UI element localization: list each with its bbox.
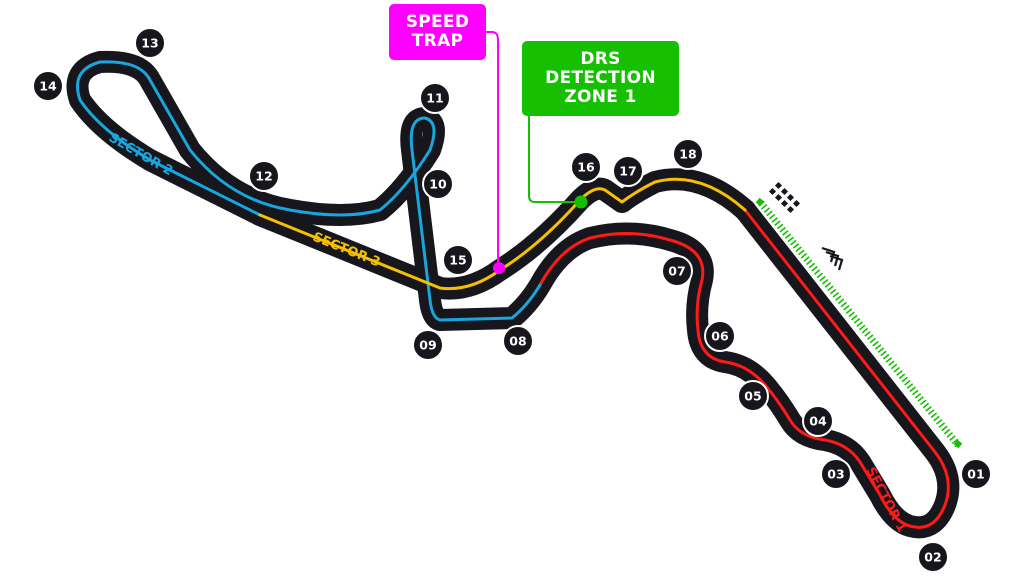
corner-01: 01 bbox=[960, 458, 992, 490]
sector-2-line bbox=[76, 60, 542, 322]
sector-3-line bbox=[258, 177, 747, 291]
corner-07: 07 bbox=[661, 255, 693, 287]
speed-trap-marker-icon bbox=[493, 262, 505, 274]
corner-04: 04 bbox=[802, 405, 834, 437]
speed-trap-callout: SPEED TRAP bbox=[389, 4, 486, 60]
speed-trap-label-line-1: SPEED bbox=[405, 12, 470, 32]
corner-markers: 01 02 03 04 05 06 07 08 09 10 11 12 13 1… bbox=[32, 27, 992, 573]
direction-chevrons-icon bbox=[821, 246, 844, 271]
svg-text:10: 10 bbox=[429, 177, 447, 192]
drs-zone-marker bbox=[755, 197, 963, 449]
svg-text:11: 11 bbox=[426, 91, 443, 106]
sector-1-label: SECTOR 1 bbox=[862, 465, 909, 535]
drs-detection-marker-icon bbox=[574, 195, 588, 209]
track-base bbox=[66, 50, 960, 539]
svg-text:05: 05 bbox=[744, 389, 761, 404]
sector-1-line bbox=[538, 208, 950, 529]
drs-detection-marker bbox=[528, 116, 588, 209]
corner-02: 02 bbox=[917, 541, 949, 573]
speed-trap-label-line-2: TRAP bbox=[411, 31, 464, 51]
svg-text:14: 14 bbox=[39, 79, 57, 94]
svg-text:09: 09 bbox=[419, 338, 436, 353]
corner-06: 06 bbox=[704, 320, 736, 352]
svg-text:16: 16 bbox=[577, 160, 595, 175]
corner-15: 15 bbox=[442, 244, 474, 276]
svg-text:02: 02 bbox=[924, 550, 941, 565]
corner-03: 03 bbox=[820, 458, 852, 490]
drs-detection-callout: DRS DETECTION ZONE 1 bbox=[522, 41, 679, 116]
corner-11: 11 bbox=[419, 82, 451, 114]
corner-17: 17 bbox=[612, 155, 644, 187]
corner-16: 16 bbox=[570, 151, 602, 183]
speed-trap-marker bbox=[486, 31, 505, 274]
corner-13: 13 bbox=[134, 27, 166, 59]
sector-2-label: SECTOR 2 bbox=[106, 130, 175, 179]
drs-label-line-1: DRS bbox=[580, 49, 621, 69]
corner-08: 08 bbox=[502, 325, 534, 357]
svg-text:06: 06 bbox=[711, 329, 729, 344]
svg-text:07: 07 bbox=[668, 264, 685, 279]
corner-18: 18 bbox=[672, 138, 704, 170]
svg-text:04: 04 bbox=[809, 414, 827, 429]
corner-12: 12 bbox=[248, 160, 280, 192]
svg-text:17: 17 bbox=[619, 164, 636, 179]
svg-text:18: 18 bbox=[679, 147, 696, 162]
corner-14: 14 bbox=[32, 70, 64, 102]
corner-10: 10 bbox=[422, 168, 454, 200]
checkered-flag-icon bbox=[768, 181, 801, 214]
svg-text:01: 01 bbox=[967, 467, 984, 482]
drs-label-line-2: DETECTION bbox=[545, 68, 656, 88]
svg-text:13: 13 bbox=[141, 36, 158, 51]
svg-text:08: 08 bbox=[509, 334, 526, 349]
corner-05: 05 bbox=[737, 380, 769, 412]
corner-09: 09 bbox=[412, 329, 444, 361]
svg-text:15: 15 bbox=[449, 253, 466, 268]
drs-label-line-3: ZONE 1 bbox=[564, 87, 637, 107]
svg-text:03: 03 bbox=[827, 467, 844, 482]
svg-text:12: 12 bbox=[255, 169, 272, 184]
